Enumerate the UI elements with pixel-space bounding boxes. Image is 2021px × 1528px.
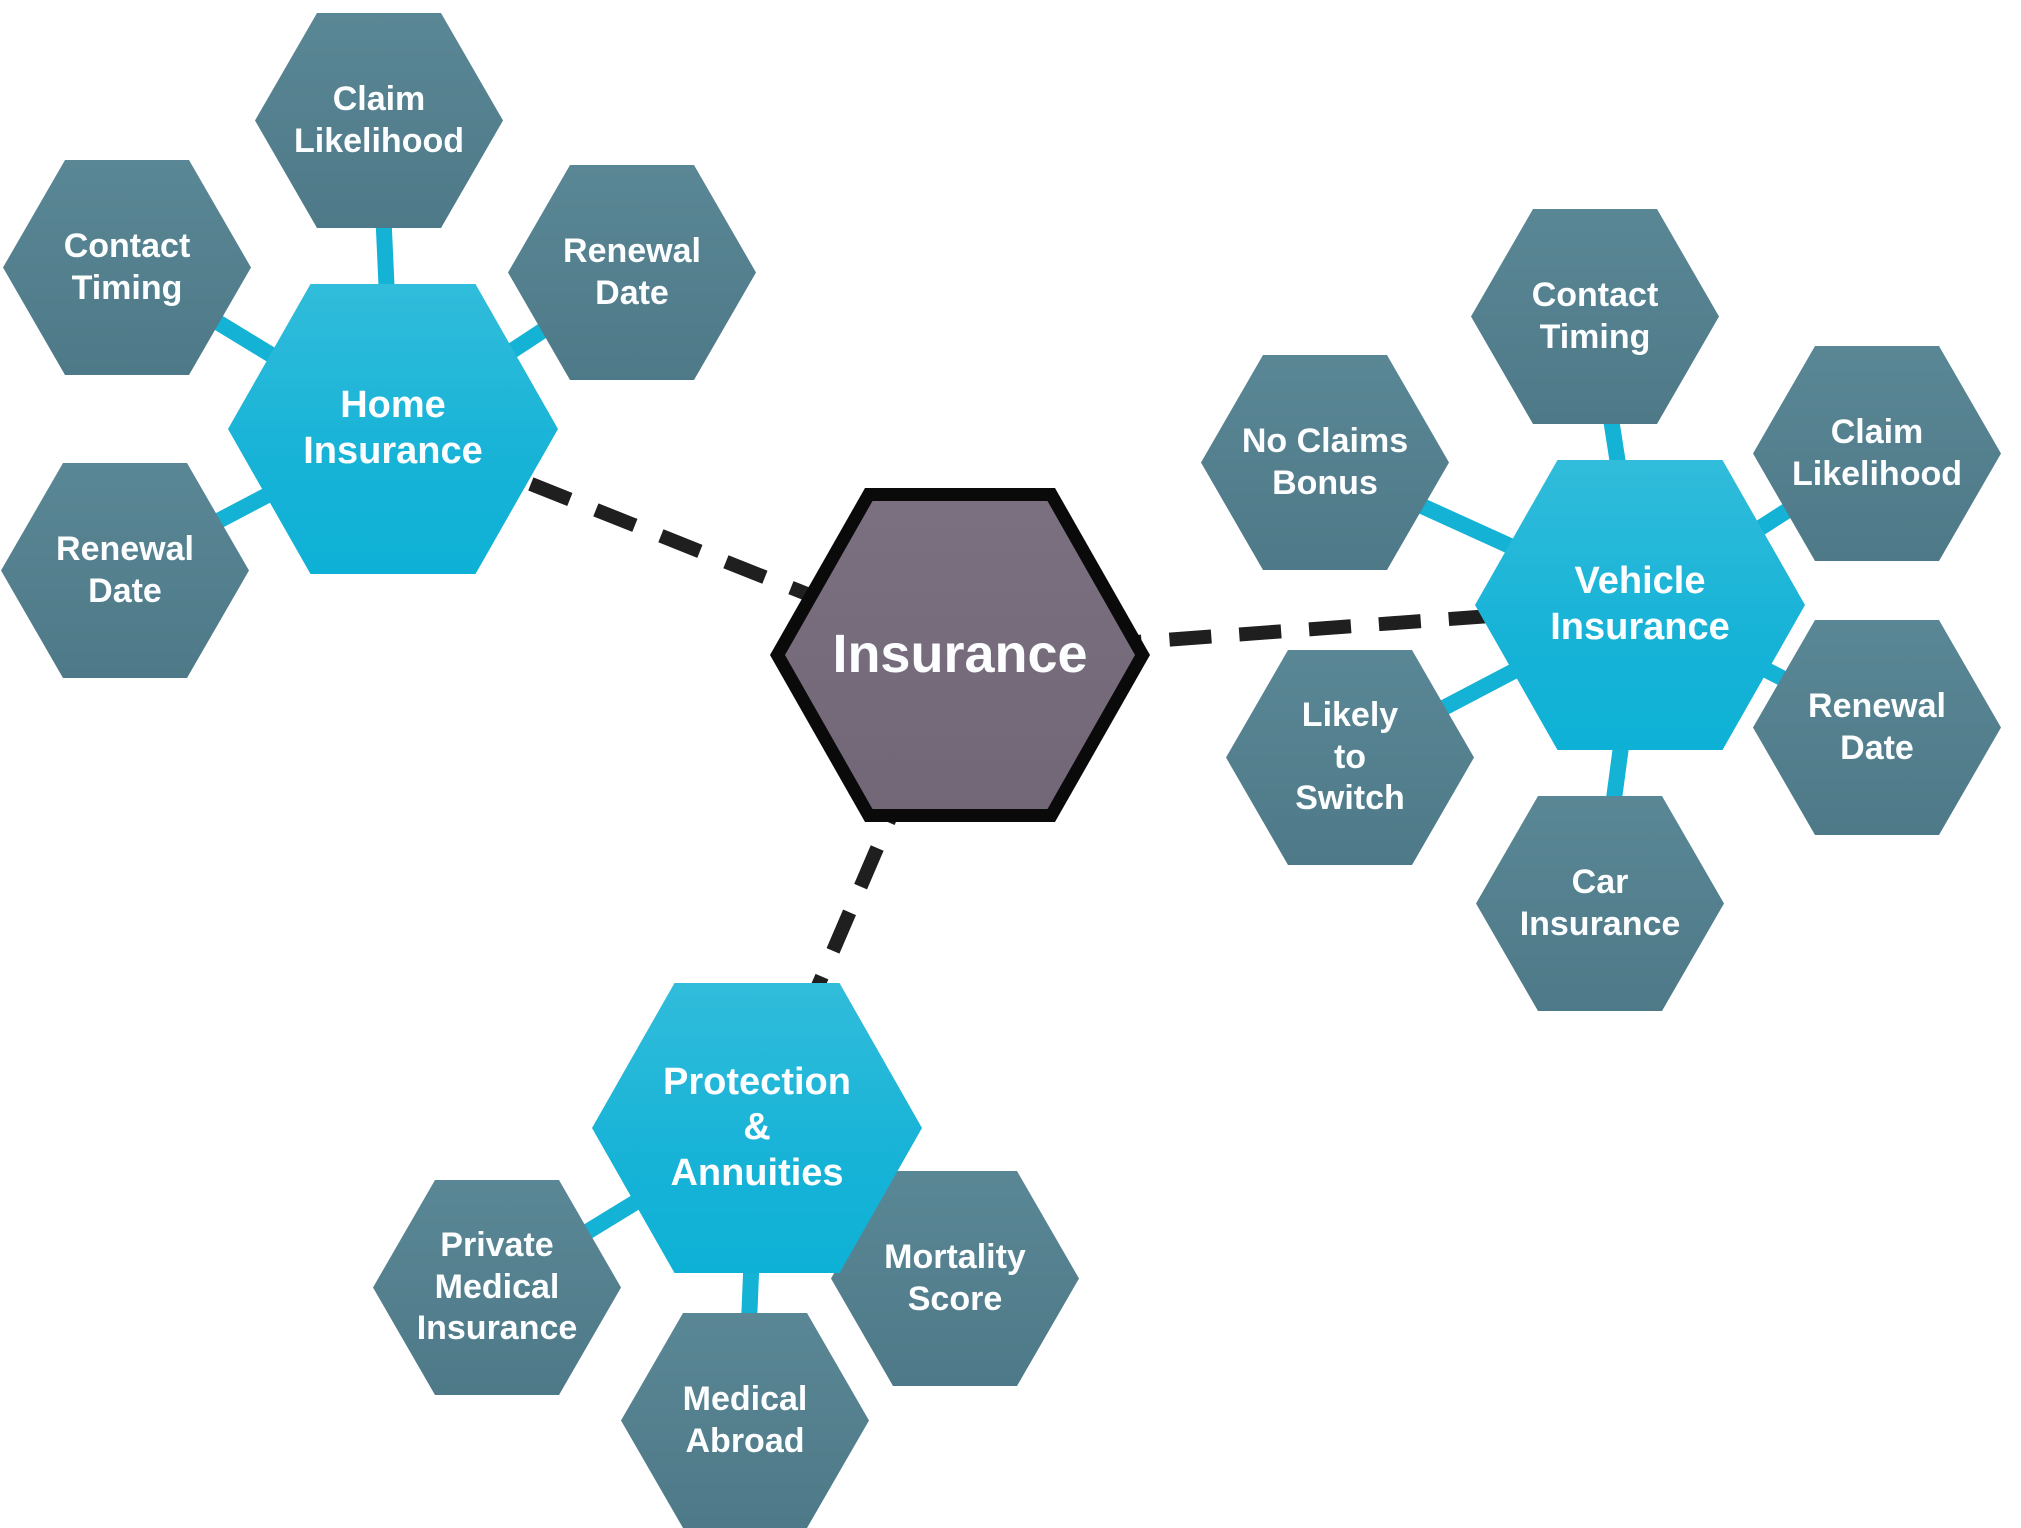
node-protection-annuities-label: Protection & Annuities — [663, 1060, 851, 1194]
node-vehicle-contact-timing: Contact Timing — [1471, 209, 1719, 424]
node-private-medical-insurance-label: Private Medical Insurance — [416, 1226, 578, 1348]
node-vehicle-renewal-date-label: Renewal Date — [1808, 687, 1946, 767]
node-home-claim-likelihood-label: Claim Likelihood — [294, 80, 464, 160]
node-medical-abroad-label: Medical Abroad — [682, 1380, 808, 1460]
node-vehicle-claim-likelihood: Claim Likelihood — [1753, 346, 2001, 561]
node-home-contact-timing-label: Contact Timing — [63, 227, 191, 307]
node-home-renewal-date-bottom-label: Renewal Date — [56, 530, 194, 610]
node-mortality-score-label: Mortality Score — [884, 1238, 1026, 1318]
node-home-renewal-date-top-label: Renewal Date — [563, 232, 701, 312]
node-vehicle-car-insurance: Car Insurance — [1476, 796, 1724, 1011]
node-vehicle-claim-likelihood-label: Claim Likelihood — [1792, 413, 1962, 493]
node-vehicle-car-insurance-label: Car Insurance — [1519, 863, 1681, 943]
node-insurance: Insurance — [770, 488, 1150, 822]
node-private-medical-insurance: Private Medical Insurance — [373, 1180, 621, 1395]
node-vehicle-likely-to-switch-label: Likely to Switch — [1295, 696, 1405, 818]
node-vehicle-no-claims-bonus: No Claims Bonus — [1201, 355, 1449, 570]
node-vehicle-likely-to-switch: Likely to Switch — [1226, 650, 1474, 865]
node-vehicle-contact-timing-label: Contact Timing — [1531, 276, 1659, 356]
node-insurance-label: Insurance — [832, 624, 1088, 685]
node-home-insurance-label: Home Insurance — [303, 384, 483, 472]
node-medical-abroad: Medical Abroad — [621, 1313, 869, 1528]
node-vehicle-no-claims-bonus-label: No Claims Bonus — [1241, 422, 1409, 502]
node-home-claim-likelihood: Claim Likelihood — [255, 13, 503, 228]
node-vehicle-insurance-label: Vehicle Insurance — [1550, 560, 1730, 648]
node-protection-annuities: Protection & Annuities — [592, 983, 922, 1273]
node-vehicle-renewal-date: Renewal Date — [1753, 620, 2001, 835]
